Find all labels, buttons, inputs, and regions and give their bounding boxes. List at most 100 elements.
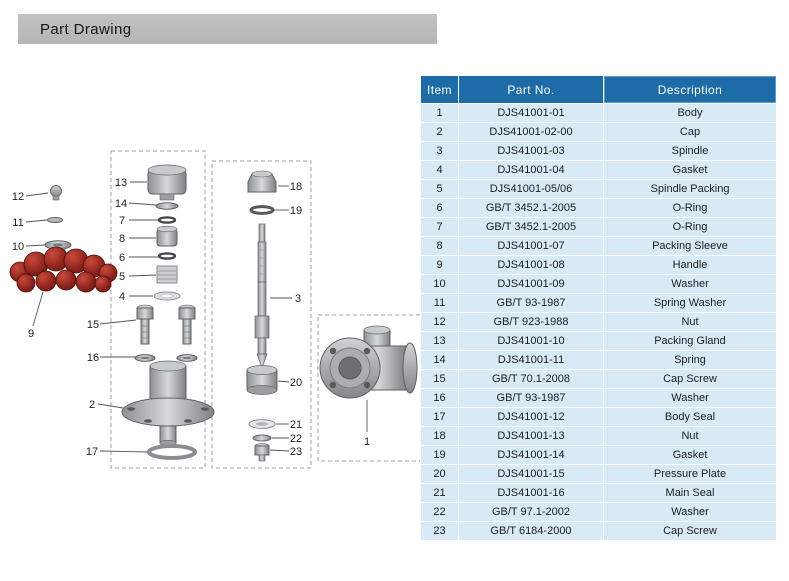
callout-2: 2 <box>89 399 95 411</box>
table-header-row: Item Part No. Description <box>420 75 777 104</box>
cell-item: 20 <box>420 464 459 484</box>
cell-description: Cap Screw <box>603 369 777 389</box>
handwheel-part <box>9 246 118 293</box>
cell-description: Washer <box>603 502 777 522</box>
callout-4: 4 <box>119 291 125 303</box>
callout-23: 23 <box>290 446 302 458</box>
callout-13: 13 <box>115 177 127 189</box>
cell-item: 17 <box>420 407 459 427</box>
cell-part_no: GB/T 3452.1-2005 <box>458 217 604 237</box>
cell-item: 1 <box>420 103 459 123</box>
spring-washer-part <box>47 216 63 224</box>
cell-part_no: DJS41001-05/06 <box>458 179 604 199</box>
callout-22: 22 <box>290 433 302 445</box>
callout-18: 18 <box>290 181 302 193</box>
cell-part_no: GB/T 70.1-2008 <box>458 369 604 389</box>
cell-item: 11 <box>420 293 459 313</box>
cell-description: Spring Washer <box>603 293 777 313</box>
cell-part_no: DJS41001-11 <box>458 350 604 370</box>
exploded-view-svg: 12 11 10 9 13 14 7 8 6 5 4 15 16 2 17 18… <box>9 150 428 469</box>
cell-part_no: DJS41001-16 <box>458 483 604 503</box>
callout-9: 9 <box>28 328 34 340</box>
cell-description: Gasket <box>603 445 777 465</box>
cell-part_no: DJS41001-01 <box>458 103 604 123</box>
cell-item: 5 <box>420 179 459 199</box>
cell-item: 10 <box>420 274 459 294</box>
cell-description: Handle <box>603 255 777 275</box>
cell-part_no: DJS41001-08 <box>458 255 604 275</box>
cell-item: 18 <box>420 426 459 446</box>
col-header-item: Item <box>420 75 459 104</box>
packing-sleeve-part <box>156 225 178 247</box>
cell-item: 6 <box>420 198 459 218</box>
cell-item: 2 <box>420 122 459 142</box>
cell-part_no: GB/T 923-1988 <box>458 312 604 332</box>
spindle-packing-part <box>156 265 178 284</box>
page-title-bar: Part Drawing <box>18 14 437 44</box>
valve-body-part <box>319 325 418 399</box>
cell-item: 7 <box>420 217 459 237</box>
cell-part_no: GB/T 93-1987 <box>458 388 604 408</box>
callout-19: 19 <box>290 205 302 217</box>
cell-part_no: DJS41001-03 <box>458 141 604 161</box>
cell-part_no: DJS41001-12 <box>458 407 604 427</box>
cap-part <box>121 360 215 447</box>
cell-part_no: DJS41001-07 <box>458 236 604 256</box>
callout-17: 17 <box>86 446 98 458</box>
cell-part_no: DJS41001-09 <box>458 274 604 294</box>
o-ring-upper-part <box>157 216 177 224</box>
callout-8: 8 <box>119 233 125 245</box>
cell-part_no: DJS41001-15 <box>458 464 604 484</box>
cell-item: 13 <box>420 331 459 351</box>
cell-part_no: DJS41001-02-00 <box>458 122 604 142</box>
cell-part_no: DJS41001-14 <box>458 445 604 465</box>
cap-washers-part <box>134 354 198 362</box>
spindle-part <box>254 223 270 370</box>
gasket-upper-part <box>153 291 181 301</box>
main-seal-part <box>248 419 276 429</box>
cell-item: 22 <box>420 502 459 522</box>
callout-10: 10 <box>12 241 24 253</box>
callout-20: 20 <box>290 377 302 389</box>
callout-15: 15 <box>87 319 99 331</box>
cell-part_no: DJS41001-10 <box>458 331 604 351</box>
exploded-view-diagram: 12 11 10 9 13 14 7 8 6 5 4 15 16 2 17 18… <box>9 150 428 469</box>
cell-item: 12 <box>420 312 459 332</box>
body-seal-part <box>147 444 197 460</box>
cell-description: Body <box>603 103 777 123</box>
cell-description: Washer <box>603 274 777 294</box>
cell-item: 23 <box>420 521 459 541</box>
cell-description: Nut <box>603 426 777 446</box>
cell-description: Main Seal <box>603 483 777 503</box>
callout-3: 3 <box>295 293 301 305</box>
cell-part_no: GB/T 97.1-2002 <box>458 502 604 522</box>
cap-screws-part <box>136 304 196 345</box>
callout-labels: 12 11 10 9 13 14 7 8 6 5 4 15 16 2 17 18… <box>12 177 370 458</box>
spring-part <box>155 202 179 210</box>
seal-cap-screw-part <box>254 443 270 462</box>
cell-description: Cap Screw <box>603 521 777 541</box>
o-ring-lower-part <box>157 252 177 260</box>
callout-1: 1 <box>364 436 370 448</box>
cell-item: 14 <box>420 350 459 370</box>
cell-item: 19 <box>420 445 459 465</box>
callout-7: 7 <box>119 215 125 227</box>
cell-description: Body Seal <box>603 407 777 427</box>
